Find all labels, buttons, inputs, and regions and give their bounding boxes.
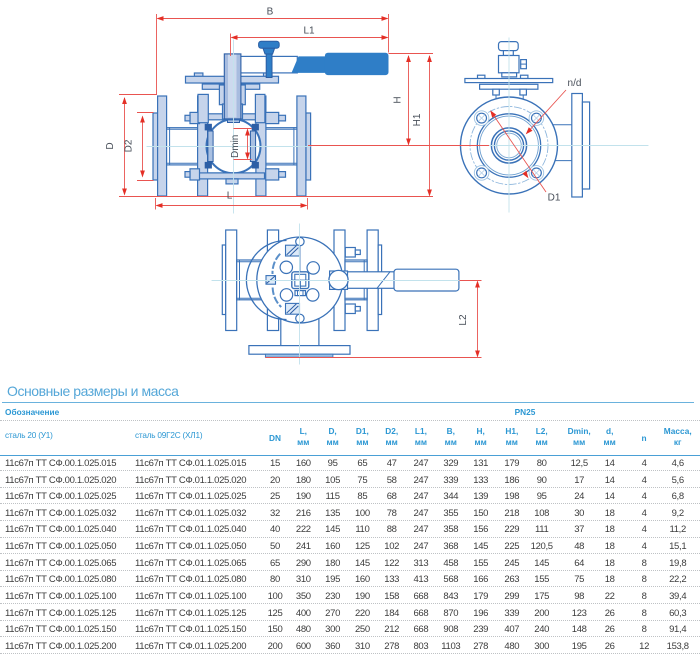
svg-text:D2: D2: [124, 139, 135, 152]
svg-text:B: B: [267, 7, 274, 18]
svg-text:Dmin: Dmin: [230, 135, 241, 158]
svg-text:L1: L1: [303, 26, 315, 37]
svg-text:L: L: [227, 191, 233, 202]
svg-text:D: D: [105, 142, 116, 149]
svg-text:H: H: [393, 96, 404, 103]
svg-text:D1: D1: [548, 193, 561, 204]
svg-text:L2: L2: [458, 314, 469, 326]
svg-text:H1: H1: [412, 113, 423, 126]
svg-text:n/d: n/d: [568, 78, 582, 89]
